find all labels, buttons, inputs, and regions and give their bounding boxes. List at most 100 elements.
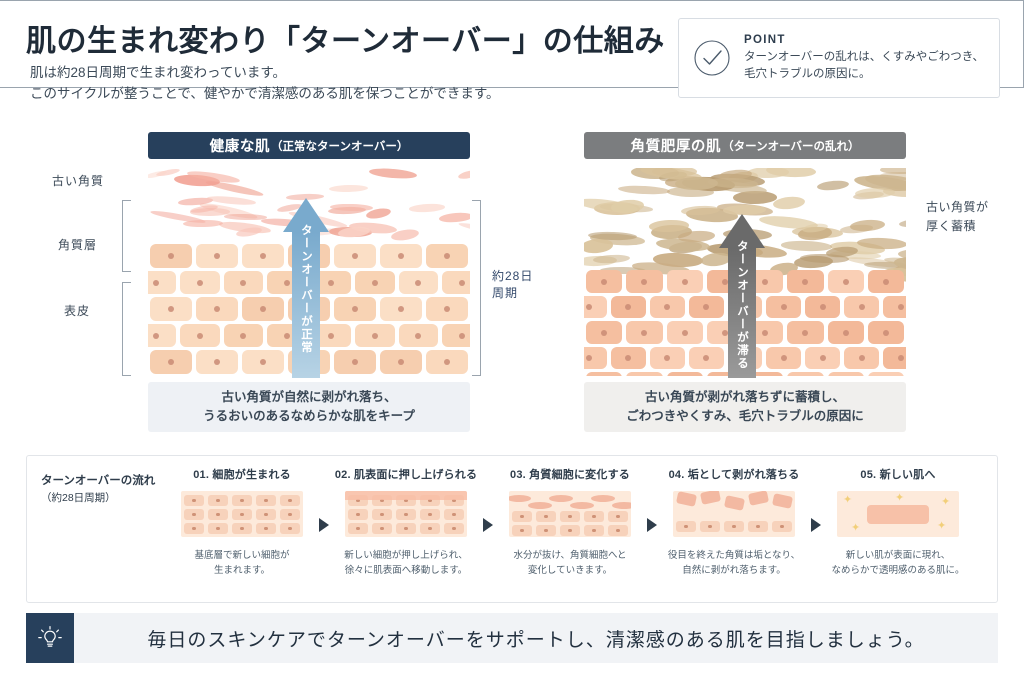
skin-cell [626,372,663,376]
thumb-flake [549,495,573,502]
lightbulb-icon [26,613,74,663]
skin-cell [334,350,376,374]
skin-flake [408,202,446,213]
panel-header-healthy: 健康な肌 （正常なターンオーバー） [148,132,470,159]
bracket-epidermis [122,282,131,376]
cell-row [584,372,906,376]
flow-step-title: 02. 肌表面に押し上げられる [334,469,478,481]
thumb-cell [396,523,416,534]
thumb-cell [444,523,464,534]
skin-cell [398,271,439,294]
point-body-line-1: ターンオーバーの乱れは、くすみやごわつき、 [744,50,985,63]
panel-header-thick-sub: （ターンオーバーの乱れ） [722,140,860,153]
flow-step-description: 役目を終えた角質は垢となり、自然に剥がれ落ちます。 [668,548,800,578]
flow-steps: 01. 細胞が生まれる基底層で新しい細胞が生まれます。02. 肌表面に押し上げら… [167,466,989,596]
thumb-cell [444,509,464,520]
skin-cell [688,296,724,318]
skin-cell [150,350,192,374]
skin-flake [772,195,806,211]
flow-step-description-line-1: 基底層で新しい細胞が [194,550,290,561]
arrow-shaft-thick [728,248,756,378]
skin-cell [666,372,703,376]
skin-cell [334,244,376,268]
thumb-cell [396,509,416,520]
thumb-cell [184,495,204,506]
thumb-cell [256,523,276,534]
bottom-banner: 毎日のスキンケアでターンオーバーをサポートし、清潔感のある肌を目指しましょう。 [26,613,998,663]
flow-step-title: 05. 新しい肌へ [860,469,936,481]
thumb-cell [256,495,276,506]
point-label: POINT [744,33,786,46]
skin-cell [844,296,880,318]
skin-cell [787,372,824,376]
label-thick-buildup-line-1: 古い角質が [926,200,989,214]
arrow-head-thick [719,214,765,248]
caption-thick-line-2: ごわつきやくすみ、毛穴トラブルの原因に [626,409,864,423]
thumb-cell [748,521,768,532]
flow-step: 03. 角質細胞に変化する水分が抜け、角質細胞へと変化していきます。 [495,466,645,578]
cell-row [148,297,470,321]
lede-line-1: 肌は約28日周期で生まれ変わっています。 [30,65,286,80]
flow-title-sub: （約28日周期） [41,492,116,504]
flow-step: 02. 肌表面に押し上げられる新しい細胞が押し上げられ、徐々に肌表面へ移動します… [331,466,481,578]
flow-step-description: 基底層で新しい細胞が生まれます。 [194,548,289,578]
thumb-cell [724,521,744,532]
flow-title: ターンオーバーの流れ （約28日周期） [41,473,155,507]
skin-cell [626,321,663,344]
cell-layer-thick [584,270,906,376]
skin-cell [649,347,685,369]
thumb-cell [584,525,604,536]
skin-cell [311,324,351,347]
cell-row [584,347,906,369]
caption-thick: 古い角質が剥がれ落ちずに蓄積し、 ごわつきやくすみ、毛穴トラブルの原因に [584,382,906,432]
flow-step-description-line-1: 新しい細胞が押し上げられ、 [344,550,468,561]
cell-row [584,321,906,344]
skin-cell [179,271,220,294]
thumb-cell [208,509,228,520]
flow-step-title: 01. 細胞が生まれる [193,469,291,481]
flow-step-description: 新しい細胞が押し上げられ、徐々に肌表面へ移動します。 [344,548,468,578]
skin-cell [688,347,724,369]
thumb-cell [372,509,392,520]
flow-arrow-icon [319,518,329,532]
thumb-cell [420,509,440,520]
skin-cell [867,372,904,376]
skin-cell [787,321,824,344]
panel-header-thick-main: 角質肥厚の肌 [630,139,722,155]
skin-cell [666,321,703,344]
thumb-cell [396,495,416,506]
thumb-cell [208,523,228,534]
thumb-cell [560,511,580,522]
skin-cell [610,296,646,318]
point-body-line-2: 毛穴トラブルの原因に。 [744,67,871,80]
thumb-cell [700,521,720,532]
flow-arrow-icon [811,518,821,532]
thumb-cell [512,525,532,536]
thumb-cell [232,523,252,534]
skin-flake [223,213,267,221]
thumb-cell [280,509,300,520]
skin-cell [196,350,238,374]
sparkle-icon: ✦ [843,494,853,506]
thumb-cell [372,523,392,534]
skin-cell [805,347,841,369]
skin-cell [426,244,468,268]
skin-flake [328,184,368,193]
skin-cell [426,350,468,374]
arrow-turnover-healthy: ターンオーバーが正常 [283,198,329,378]
thumb-cell [184,509,204,520]
thumb-cell [444,495,464,506]
flow-step-title: 04. 垢として剥がれ落ちる [668,469,800,481]
flow-step-description-line-2: 生まれます。 [213,565,271,576]
thumb-cell [676,521,696,532]
label-old-keratin: 古い角質 [52,174,105,188]
flow-section: ターンオーバーの流れ （約28日周期） 01. 細胞が生まれる基底層で新しい細胞… [26,455,998,603]
skin-cell [223,324,264,347]
flow-step-description-line-2: なめらかで透明感のある肌に。 [831,565,965,576]
label-thick-buildup-line-2: 厚く蓄積 [926,219,977,233]
skin-cell [584,296,607,318]
thumb-cell [608,511,628,522]
skin-cell [398,324,439,347]
thumb-cell [420,495,440,506]
bracket-cycle [472,200,481,376]
